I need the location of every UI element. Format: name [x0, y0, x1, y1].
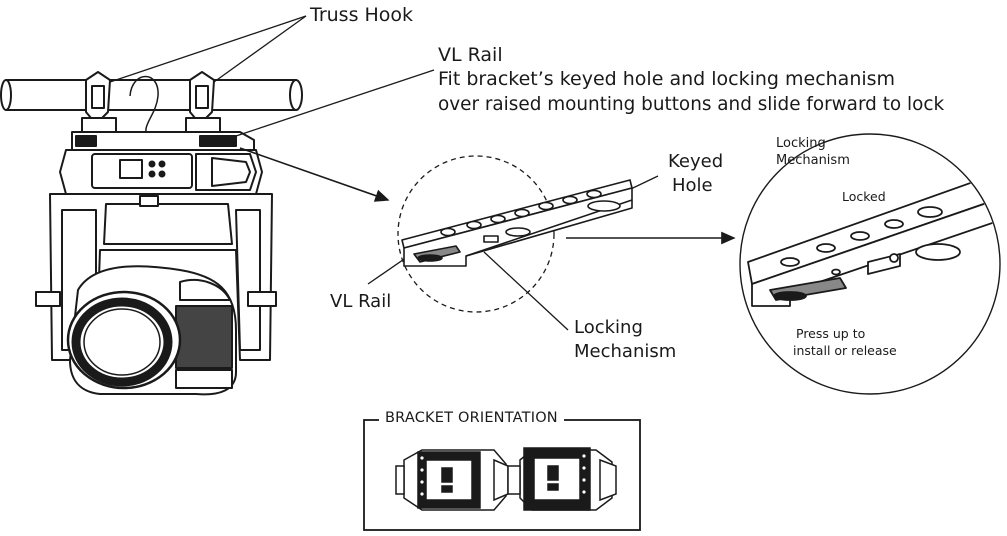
- fixture-illustration: [0, 71, 303, 396]
- detail-press-label-line-1: Press up to: [796, 326, 866, 341]
- keyed-hole-label-line-1: Keyed: [668, 151, 724, 172]
- instruction-line-2: over raised mounting buttons and slide f…: [438, 94, 945, 115]
- orientation-thumb-2: [507, 447, 617, 511]
- truss-hook-left: [81, 71, 117, 133]
- bracket-orientation-legend: [363, 419, 641, 531]
- detail-view: [739, 133, 1001, 395]
- locking-mechanism-label-line-2: Mechanism: [574, 341, 677, 362]
- vl-rail-left-label: VL Rail: [330, 291, 392, 312]
- truss-pipe: [0, 79, 303, 111]
- truss-hook-right: [185, 71, 221, 133]
- orientation-thumb-1: [395, 449, 509, 511]
- bracket-closeup: [397, 155, 633, 313]
- legend-title: BRACKET ORIENTATION: [379, 410, 564, 426]
- truss-hook-label: Truss Hook: [310, 4, 414, 26]
- detail-locked-label: Locked: [842, 189, 886, 204]
- detail-press-label-line-2: install or release: [793, 343, 897, 358]
- instruction-line-1: Fit bracket’s keyed hole and locking mec…: [438, 68, 896, 90]
- vl-rail-top-label: VL Rail: [438, 44, 503, 66]
- zoom-circle: [397, 155, 555, 313]
- locking-mechanism-label-line-1: Locking: [574, 317, 643, 338]
- keyed-hole-label-line-2: Hole: [672, 175, 713, 196]
- detail-locking-label-line-1: Locking: [776, 136, 826, 151]
- detail-locking-label-line-2: Mechanism: [776, 153, 850, 168]
